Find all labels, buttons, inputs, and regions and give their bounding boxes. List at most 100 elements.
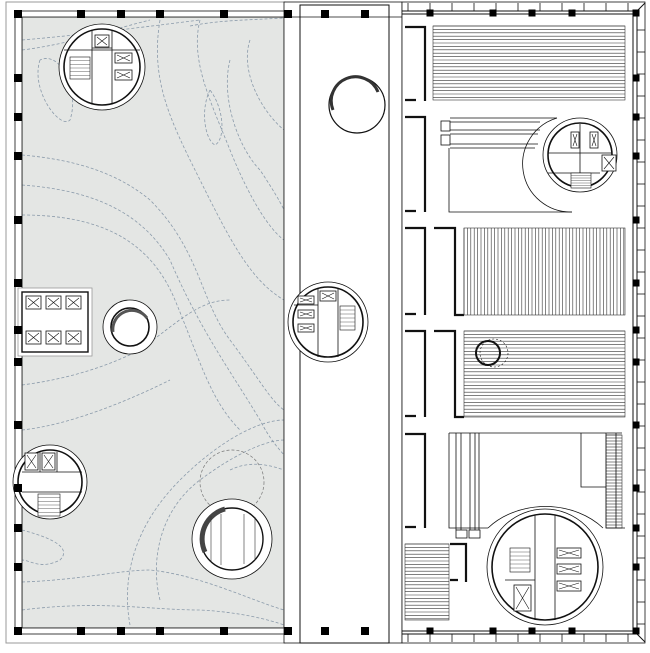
elevator-cross [558, 582, 580, 590]
escalator-bottom [448, 432, 625, 539]
contour-line [21, 569, 285, 611]
column-icon [489, 627, 497, 635]
contour-line [226, 59, 285, 211]
contour-line [21, 214, 241, 431]
elevator-cross [67, 297, 80, 308]
contour-lines [21, 17, 285, 626]
column-icon [220, 10, 228, 18]
column-icon [321, 627, 329, 635]
column-icon [156, 627, 164, 635]
wall-bottom-left [14, 627, 286, 635]
contour-line [37, 58, 74, 122]
void-large [191, 449, 273, 580]
column-icon [632, 421, 640, 429]
column-icon [14, 113, 22, 121]
column-icon [14, 627, 22, 635]
column-icon [632, 216, 640, 224]
column-icon [284, 627, 292, 635]
elevator-cross [572, 133, 578, 147]
core-wall [491, 513, 599, 621]
column-icon [632, 152, 640, 160]
facade-mullions [407, 3, 645, 642]
column-icon [426, 627, 434, 635]
striped-floor-areas [404, 25, 626, 621]
elevator-cross [43, 454, 54, 469]
contour-line [21, 17, 285, 51]
small-void [475, 338, 509, 368]
column-icon [117, 10, 125, 18]
void-strip [328, 75, 386, 134]
column-icon [632, 74, 640, 82]
column-icon [14, 216, 22, 224]
escalator-top [440, 117, 573, 213]
room-walls [405, 25, 468, 582]
elevator-cross [321, 292, 335, 300]
wall-top-left [14, 10, 286, 18]
elevator-bank [17, 287, 93, 357]
elevator-cross [116, 54, 131, 62]
elevator-cross [558, 549, 580, 557]
column-icon [632, 279, 640, 287]
contour-line [229, 463, 285, 471]
column-icon [14, 326, 22, 334]
column-icon [77, 627, 85, 635]
core-center [287, 281, 369, 363]
column-icon [14, 10, 22, 18]
column-icon [632, 113, 640, 121]
elevator-cross [47, 332, 60, 343]
elevator-cross [27, 297, 40, 308]
column-icon [14, 152, 22, 160]
contour-line [196, 19, 285, 241]
elevator-cross [591, 133, 597, 147]
column-icon [528, 627, 536, 635]
contour-line [204, 89, 223, 146]
column-icon [489, 9, 497, 17]
column-icon [77, 10, 85, 18]
core-left [12, 444, 88, 520]
column-icon [14, 524, 22, 532]
contour-line [246, 39, 285, 131]
core-wall [63, 28, 141, 106]
column-icon [568, 627, 576, 635]
column-icon [284, 10, 292, 18]
core-right-top [542, 117, 618, 193]
column-icon [156, 10, 164, 18]
column-icon [632, 563, 640, 571]
contour-line [21, 184, 285, 456]
elevator-cross [299, 311, 313, 317]
structural-columns [14, 9, 640, 635]
column-icon [632, 358, 640, 366]
column-icon [632, 9, 640, 17]
core-partition [294, 288, 339, 357]
column-icon [632, 484, 640, 492]
column-icon [14, 421, 22, 429]
column-icon [632, 524, 640, 532]
contour-line [21, 605, 285, 626]
column-icon [528, 9, 536, 17]
contour-line [21, 299, 231, 386]
elevator-cross [47, 297, 60, 308]
column-icon [361, 10, 369, 18]
column-icon [568, 9, 576, 17]
column-icon [321, 10, 329, 18]
elevator-cross [96, 36, 108, 46]
void-left [102, 299, 158, 355]
column-icon [632, 627, 640, 635]
column-icon [632, 326, 640, 334]
elevator-cross [27, 332, 40, 343]
core-top-left [58, 23, 146, 111]
elevator-cross [603, 156, 615, 170]
core-right-bottom [486, 508, 604, 626]
elevator-cross [67, 332, 80, 343]
contour-line [21, 154, 285, 411]
column-icon [14, 279, 22, 287]
core-partition [505, 515, 556, 620]
column-icon [14, 358, 22, 366]
contour-line [21, 529, 65, 565]
elevator-cross [299, 297, 313, 303]
contour-line [21, 379, 171, 431]
elevator-cross [26, 454, 37, 469]
column-icon [14, 74, 22, 82]
column-icon [426, 9, 434, 17]
core-partition [22, 452, 82, 493]
